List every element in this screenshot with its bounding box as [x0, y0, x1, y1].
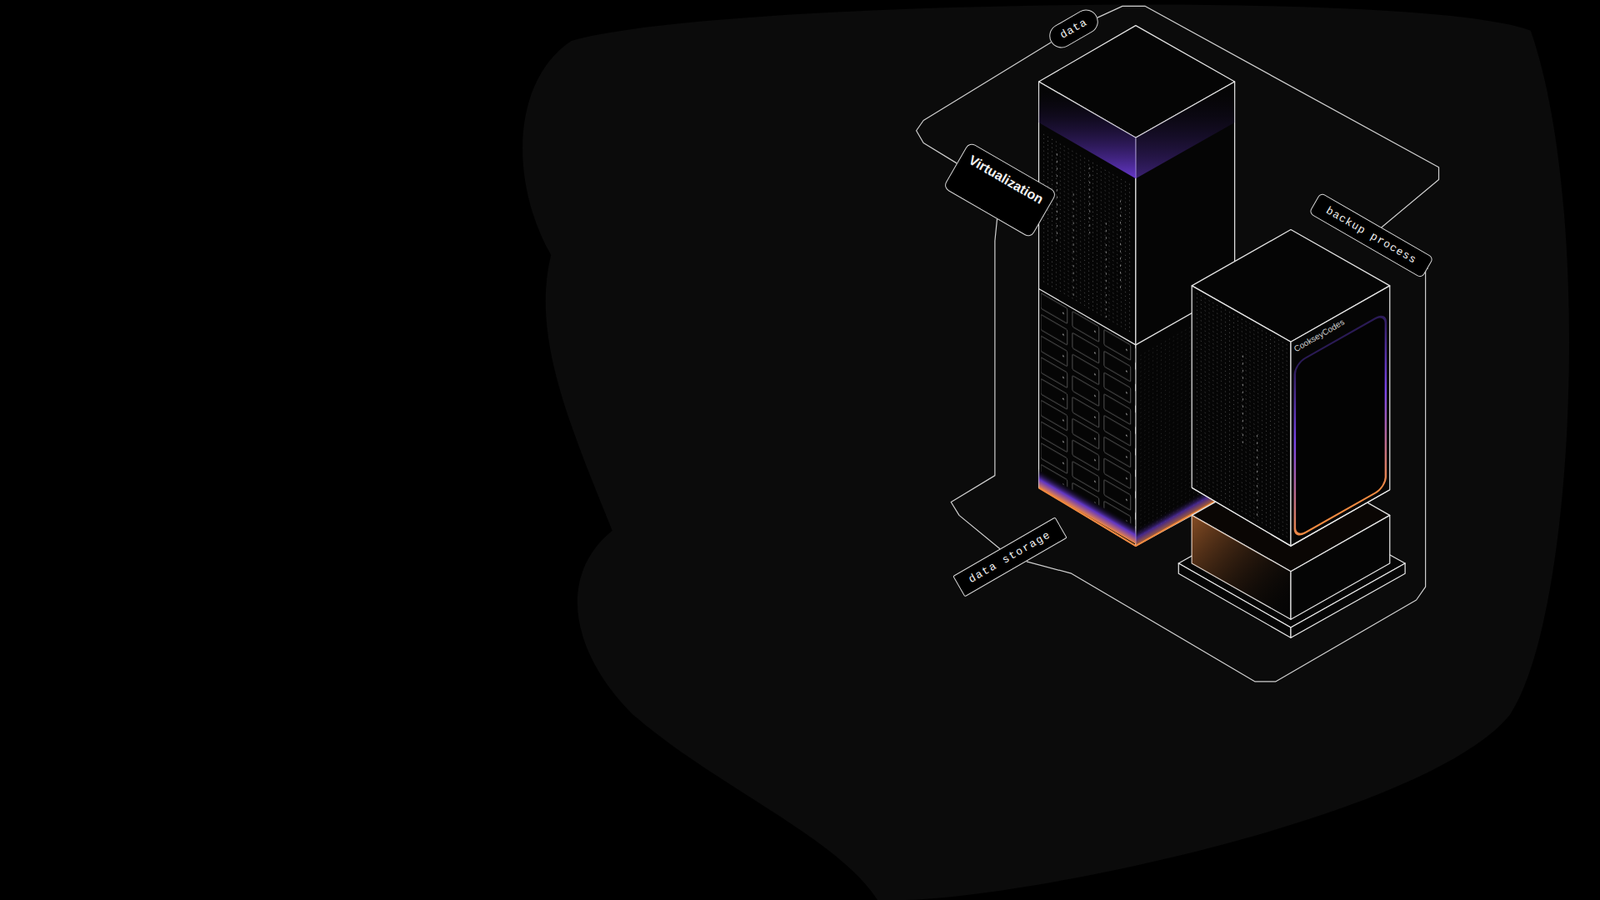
server-tower-part-part-part [1120, 200, 1121, 292]
tag-text: Virtualization [965, 152, 1046, 208]
tag-text: data storage [966, 528, 1054, 586]
loop-connector [950, 219, 1000, 550]
backup-server-part-part-part [1256, 435, 1258, 517]
label-tag: backup process [1308, 192, 1435, 280]
backup-server-part [1191, 487, 1390, 546]
server-tower-part-part-part [1089, 167, 1090, 235]
backup-server-part-part [1195, 291, 1288, 540]
server-tower-part-part [1057, 148, 1121, 328]
backup-server-part-part-part [1242, 355, 1244, 448]
backup-server-part [1195, 291, 1288, 540]
label-tag: data storage [952, 517, 1067, 598]
loop-connector [916, 42, 1052, 164]
server-tower-part [1039, 290, 1136, 545]
backup-server-part [1191, 285, 1291, 546]
brand-label: CookseyCodes [1292, 317, 1346, 354]
loop-connector [1026, 267, 1429, 682]
label-tag: data [1045, 5, 1103, 53]
server-tower-part [1039, 81, 1136, 546]
backup-server [1191, 230, 1390, 547]
backup-server-part [1290, 285, 1390, 546]
backup-server-part-part [1242, 355, 1257, 517]
server-tower-part-part-part [1056, 153, 1058, 245]
tag-text: backup process [1324, 205, 1420, 268]
background-blob [522, 5, 1570, 900]
label-tag: Virtualization [942, 140, 1058, 239]
server-tower-part-part-part [1105, 222, 1107, 320]
tag-text: data [1057, 15, 1090, 42]
server-tower-part-part-part [1073, 193, 1075, 295]
server-tower-part [1135, 81, 1235, 179]
